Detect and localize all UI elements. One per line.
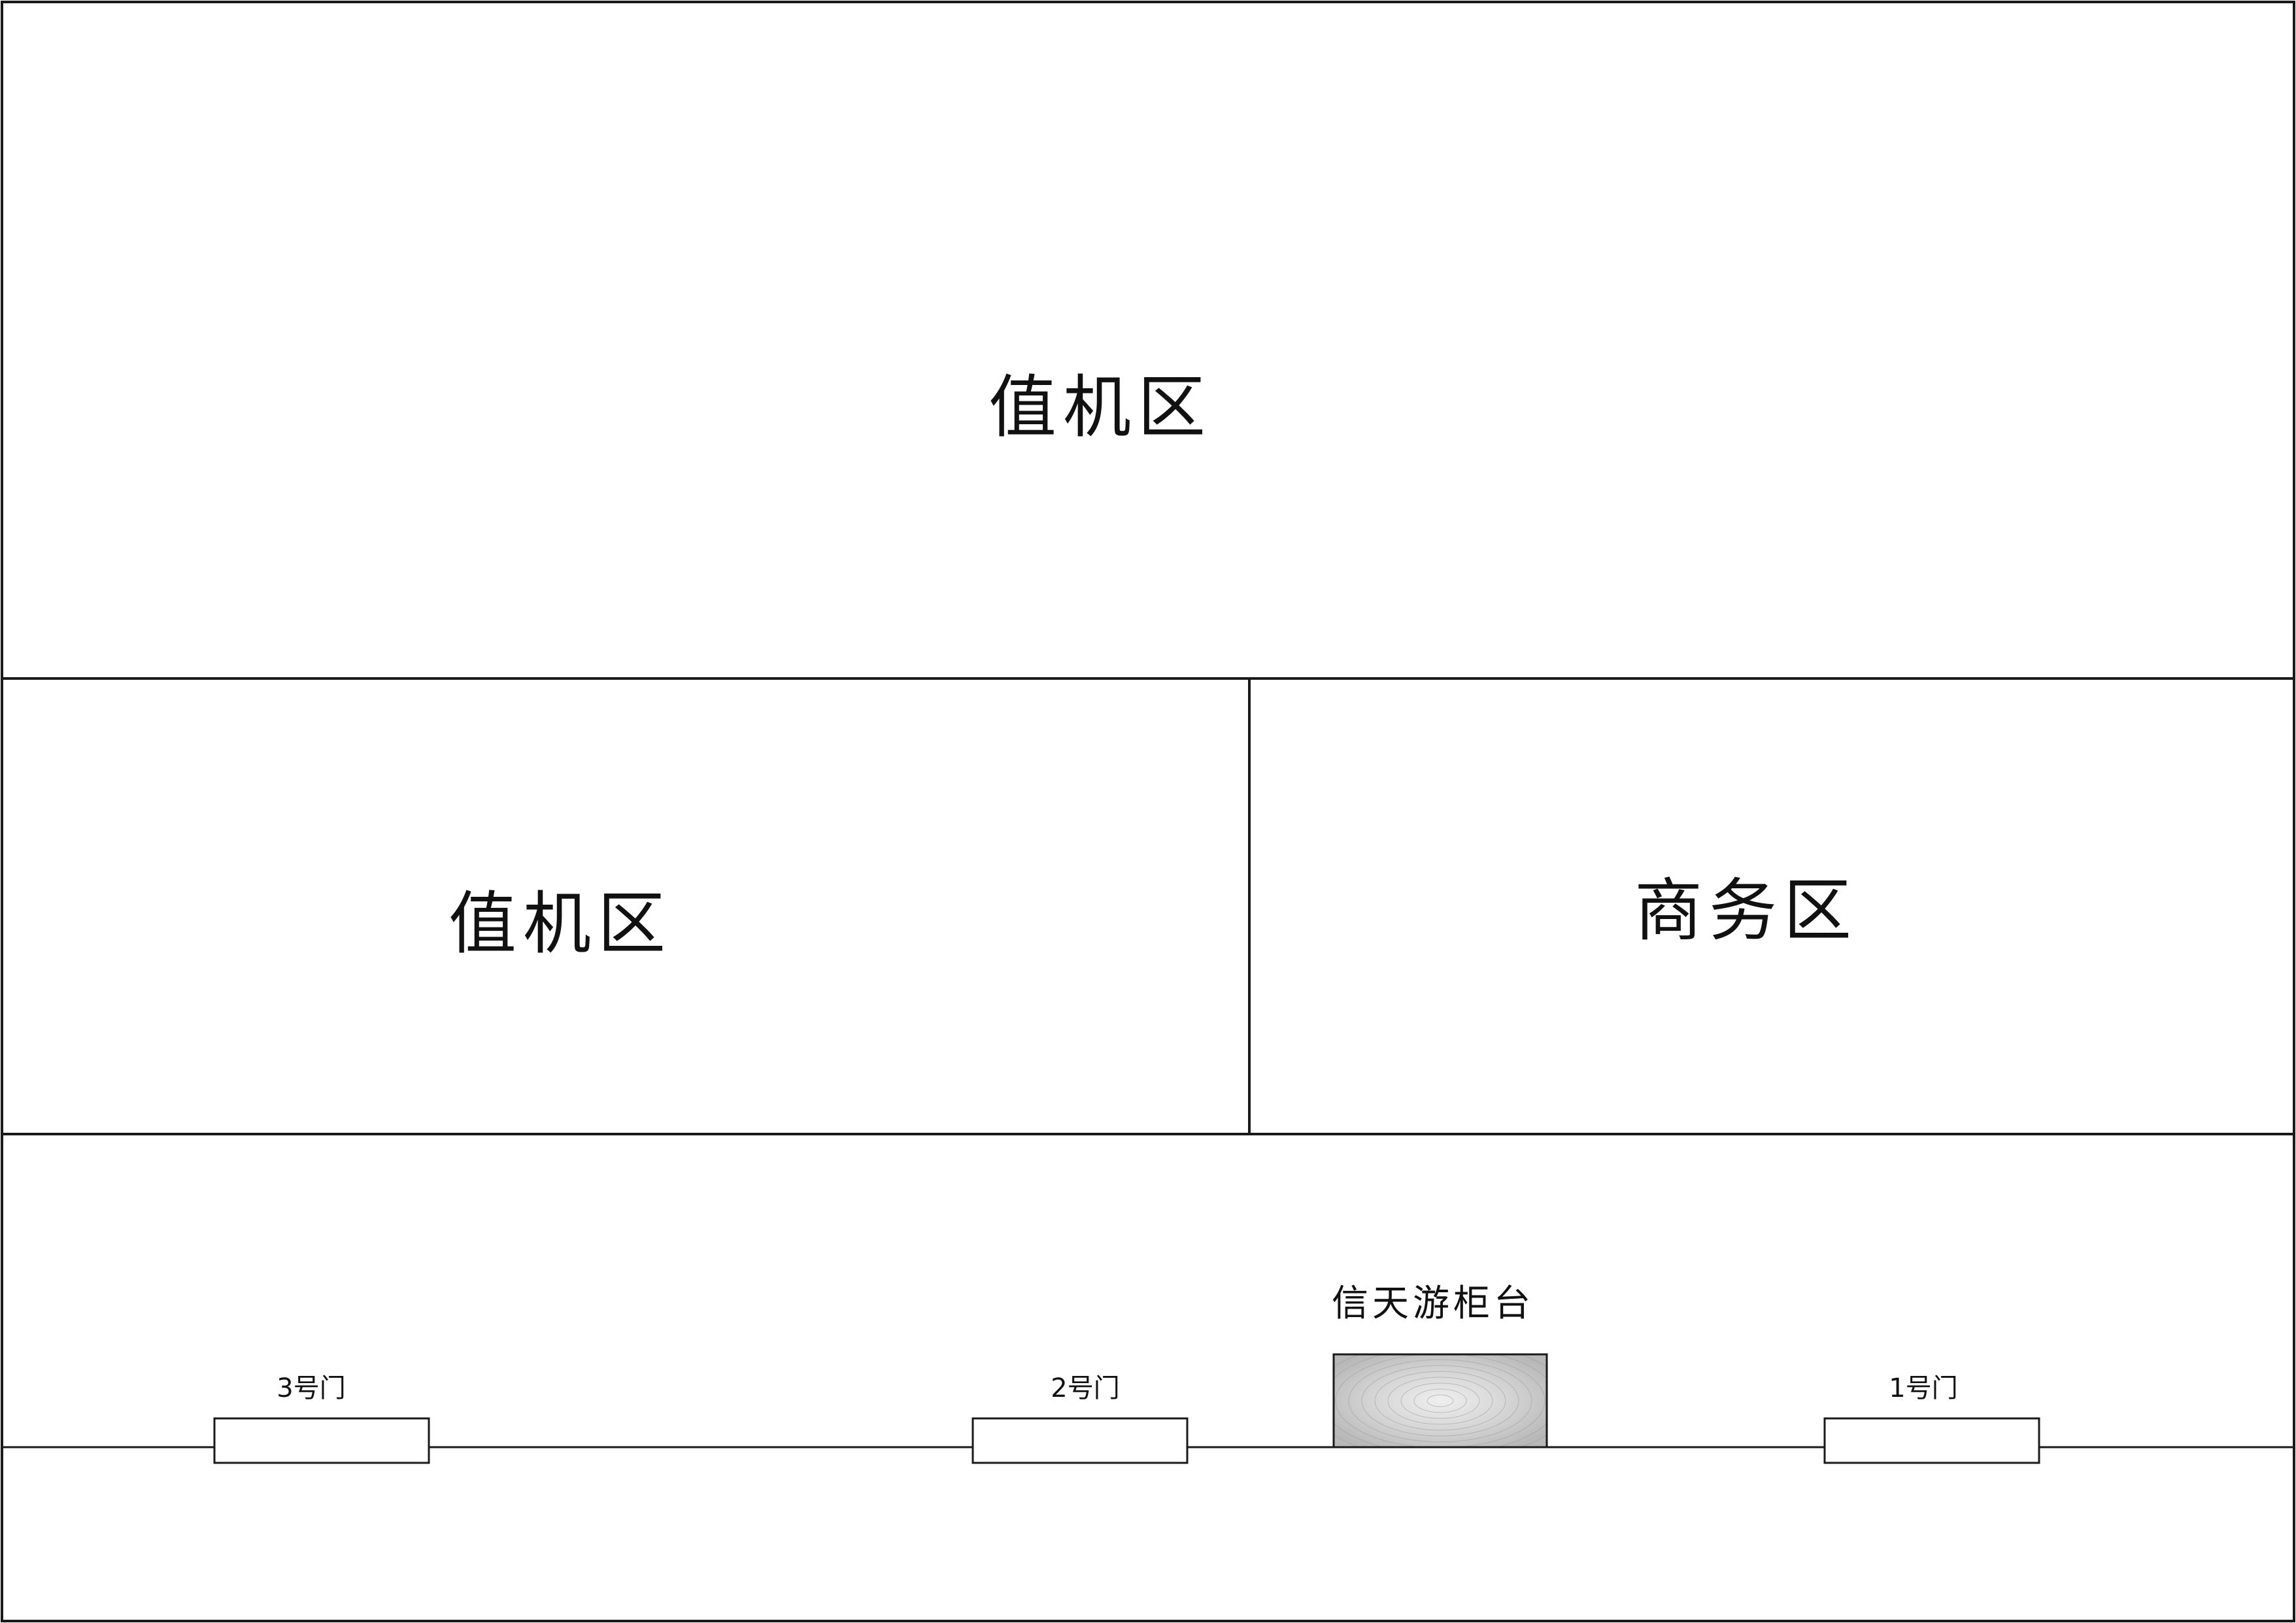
counter-marker [1332, 1353, 1548, 1448]
door-3-label: 3号门 [277, 1373, 346, 1403]
zone-label-business: 商务区 [1634, 871, 1859, 950]
door-1-marker [1823, 1417, 2040, 1464]
counter-label: 信天游柜台 [1332, 1282, 1534, 1325]
door-2-marker [971, 1417, 1189, 1464]
door-2-label: 2号门 [1051, 1373, 1120, 1403]
door-3-marker [213, 1417, 430, 1464]
zone-label-middle-checkin: 值机区 [448, 884, 673, 963]
door-1-label: 1号门 [1889, 1373, 1958, 1403]
zone-label-upper-checkin: 值机区 [988, 367, 1213, 447]
